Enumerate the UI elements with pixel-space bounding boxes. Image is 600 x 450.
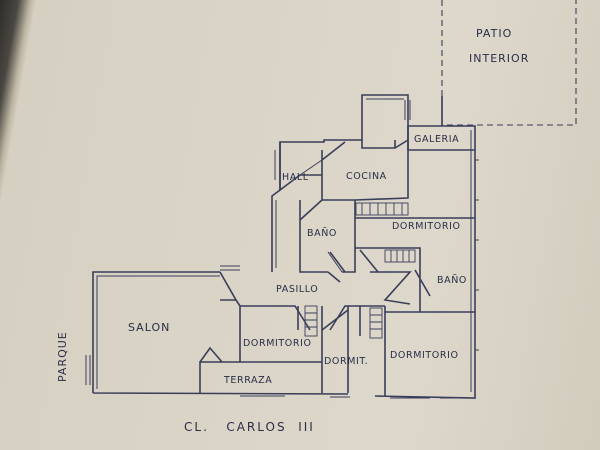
terraza-walls	[199, 346, 240, 393]
dormitorio-br-walls	[384, 306, 420, 396]
dormitorio-right-walls	[355, 217, 475, 258]
door-bano	[327, 251, 343, 273]
outer-wall	[92, 94, 476, 399]
label-pasillo: PASILLO	[276, 284, 318, 295]
facade-window-marks	[240, 100, 479, 399]
patio-outline	[441, 0, 577, 126]
label-terraza: TERRAZA	[223, 375, 272, 386]
hall-cocina-walls	[279, 126, 409, 221]
label-bano-right: BAÑO	[437, 275, 467, 286]
closet-dormit	[369, 307, 383, 339]
salon-window-left	[85, 355, 91, 385]
label-dormitorio-right: DORMITORIO	[392, 221, 461, 232]
label-salon: SALON	[128, 321, 170, 334]
label-dormitorio-center: DORMITORIO	[243, 338, 312, 349]
salon-window-top	[220, 265, 240, 271]
door-hall	[299, 159, 323, 176]
label-bano-top: BAÑO	[307, 228, 337, 239]
galeria-walls	[394, 126, 475, 151]
bano-top-walls	[299, 200, 356, 273]
outer-wall-inner-line	[96, 98, 472, 392]
window-dormitorio	[355, 202, 409, 216]
closet-center	[304, 305, 318, 337]
label-dormitorio-bottom-right: DORMITORIO	[390, 350, 459, 361]
label-parque: PARQUE	[56, 331, 69, 382]
label-street: CL. CARLOS III	[184, 420, 315, 434]
label-patio: PATIO	[476, 27, 512, 40]
label-hall: HALL	[282, 172, 309, 183]
pasillo-walls	[219, 271, 412, 331]
label-interior: INTERIOR	[469, 52, 529, 65]
label-dormit: DORMIT.	[324, 356, 368, 367]
window-bano	[384, 249, 416, 263]
label-galeria: GALERIA	[414, 134, 459, 145]
label-cocina: COCINA	[346, 171, 387, 182]
dormit-walls	[321, 306, 361, 393]
